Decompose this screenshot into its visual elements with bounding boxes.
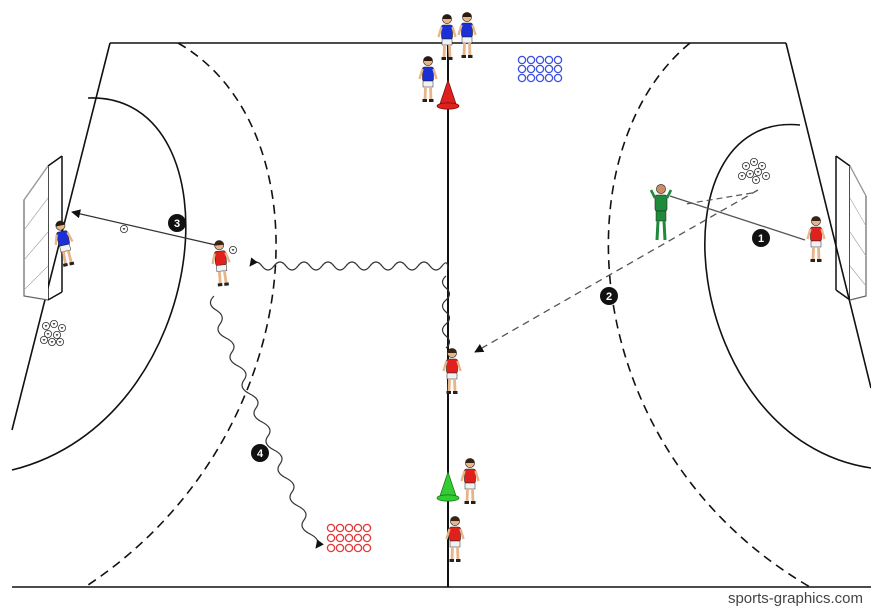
pass-1-line [669,192,806,241]
step-marker-3: 3 [168,214,186,232]
step-marker-1: 1 [752,229,770,247]
credit-text: sports-graphics.com [727,590,863,607]
ball-pile-left-icon [39,319,67,347]
court-lines [11,42,871,588]
blue-disc-markers-icon [517,55,563,83]
ball-icon [228,245,238,255]
step-number: 3 [174,218,180,230]
green-goalkeeper-icon [649,184,673,241]
left-goal-icon [23,155,63,301]
red-player-queue-icon [460,456,480,506]
step-marker-2: 2 [600,287,618,305]
step-number: 1 [758,233,764,245]
red-attacker-icon [208,238,234,289]
red-cone-icon [436,78,460,110]
red-disc-markers-icon [326,523,372,553]
left-free-throw-line [84,42,277,588]
blue-player-icon [418,55,438,104]
red-player-goal-right-icon [806,214,826,264]
step-marker-4: 4 [251,444,269,462]
right-goal-area [704,123,871,469]
right-goal-line [785,42,871,389]
red-player-queue-icon [445,515,465,564]
shot-3-line [71,209,221,247]
dribble-line-vertical [441,275,451,349]
green-cone-icon [436,470,460,502]
ball-icon [119,224,129,234]
dribble-line-4 [209,295,324,549]
blue-player-icon [457,10,477,60]
step-number: 4 [257,448,264,460]
right-free-throw-line [607,42,811,588]
ball-pile-right-icon [737,157,771,185]
right-goal-icon [835,155,867,301]
red-player-center-icon [442,346,462,396]
dribble-line-horizontal [249,257,449,271]
left-goal-area [11,97,187,471]
pass-2-line [474,189,759,353]
step-number: 2 [606,291,612,303]
free-throw-lines [84,42,811,588]
